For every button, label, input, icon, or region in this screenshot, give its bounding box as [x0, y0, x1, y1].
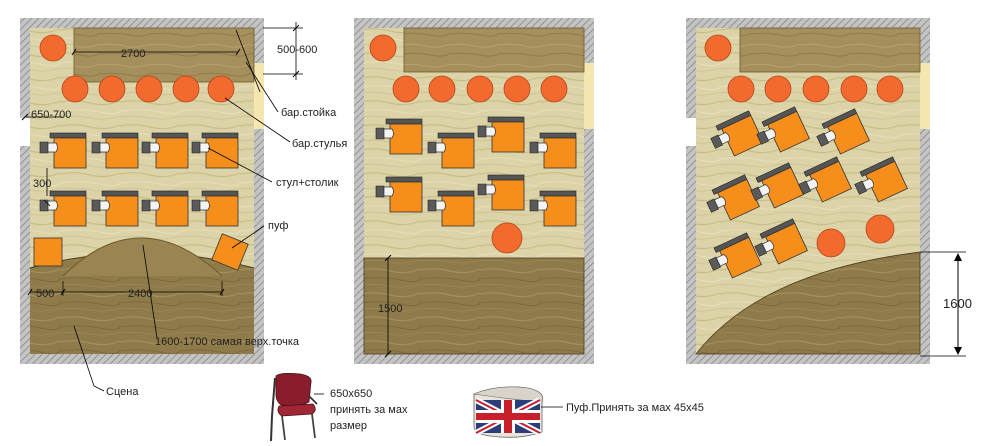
plan-3-stage [695, 251, 921, 355]
pouf-note-label: Пуф.Принять за мах 45х45 [566, 402, 704, 414]
callout-bar-counter: бар.стойка [281, 107, 337, 119]
pouf [33, 237, 63, 267]
plan-2 [354, 18, 594, 364]
bar-stool [503, 75, 531, 103]
dim-side-gap: 650-700 [31, 109, 71, 121]
callout-bar-stools: бар.стулья [292, 138, 347, 150]
chair-note-line-2: размер [330, 420, 367, 432]
plan-1-door [254, 63, 264, 129]
plan-1-stage [30, 253, 254, 354]
bar-stool [61, 75, 89, 103]
bar-stool [540, 75, 568, 103]
pouf-round [865, 214, 895, 244]
plan-3-left-opening [686, 118, 696, 146]
callout-pouf: пуф [268, 220, 288, 232]
callout-peak: 1600-1700 самая верх.точка [155, 336, 300, 348]
plan-2-bar-counter [403, 27, 585, 73]
office-chair-icon [270, 372, 318, 442]
plan-3-door [920, 63, 930, 129]
dim-bar-length: 2700 [121, 48, 145, 60]
plan-2-stage [363, 257, 585, 355]
dim-stage-depth-2: 1600 [943, 296, 972, 311]
bar-stool [369, 34, 397, 62]
bar-stool [172, 75, 200, 103]
plan-1-stage-arc [62, 237, 223, 277]
callout-stage: Сцена [106, 386, 139, 398]
dim-stage-depth-1: 1500 [378, 303, 402, 315]
callout-chair-table: стул+столик [276, 177, 339, 189]
plan-3-bar-counter [739, 27, 921, 73]
pouf-round [816, 228, 846, 258]
bar-stool [98, 75, 126, 103]
plan-1-bar-counter [73, 27, 255, 83]
bar-stool [207, 75, 235, 103]
bar-stool [428, 75, 456, 103]
bar-stool [39, 34, 67, 62]
bar-stool [704, 34, 732, 62]
plan-3 [686, 18, 966, 364]
bar-stool [876, 75, 904, 103]
chair-size-label: 650x650 [330, 388, 372, 400]
pouf-round [491, 222, 523, 254]
bar-stool [840, 75, 868, 103]
plan-1 [20, 18, 303, 392]
bar-stool [466, 75, 494, 103]
bar-stool [135, 75, 163, 103]
dim-stage-side: 500 [36, 288, 54, 300]
union-jack-pouf-icon [472, 386, 544, 438]
bar-stool [802, 75, 830, 103]
plan-1-left-opening [20, 118, 30, 146]
bar-stool [727, 75, 755, 103]
chair-note-line-1: принять за мах [330, 404, 408, 416]
bar-stool [392, 75, 420, 103]
dim-row-gap: 300 [33, 178, 51, 190]
plan-2-door [584, 63, 594, 129]
bar-stool [764, 75, 792, 103]
dim-stage-width: 2400 [128, 288, 152, 300]
dim-bar-depth: 500-600 [277, 44, 317, 56]
